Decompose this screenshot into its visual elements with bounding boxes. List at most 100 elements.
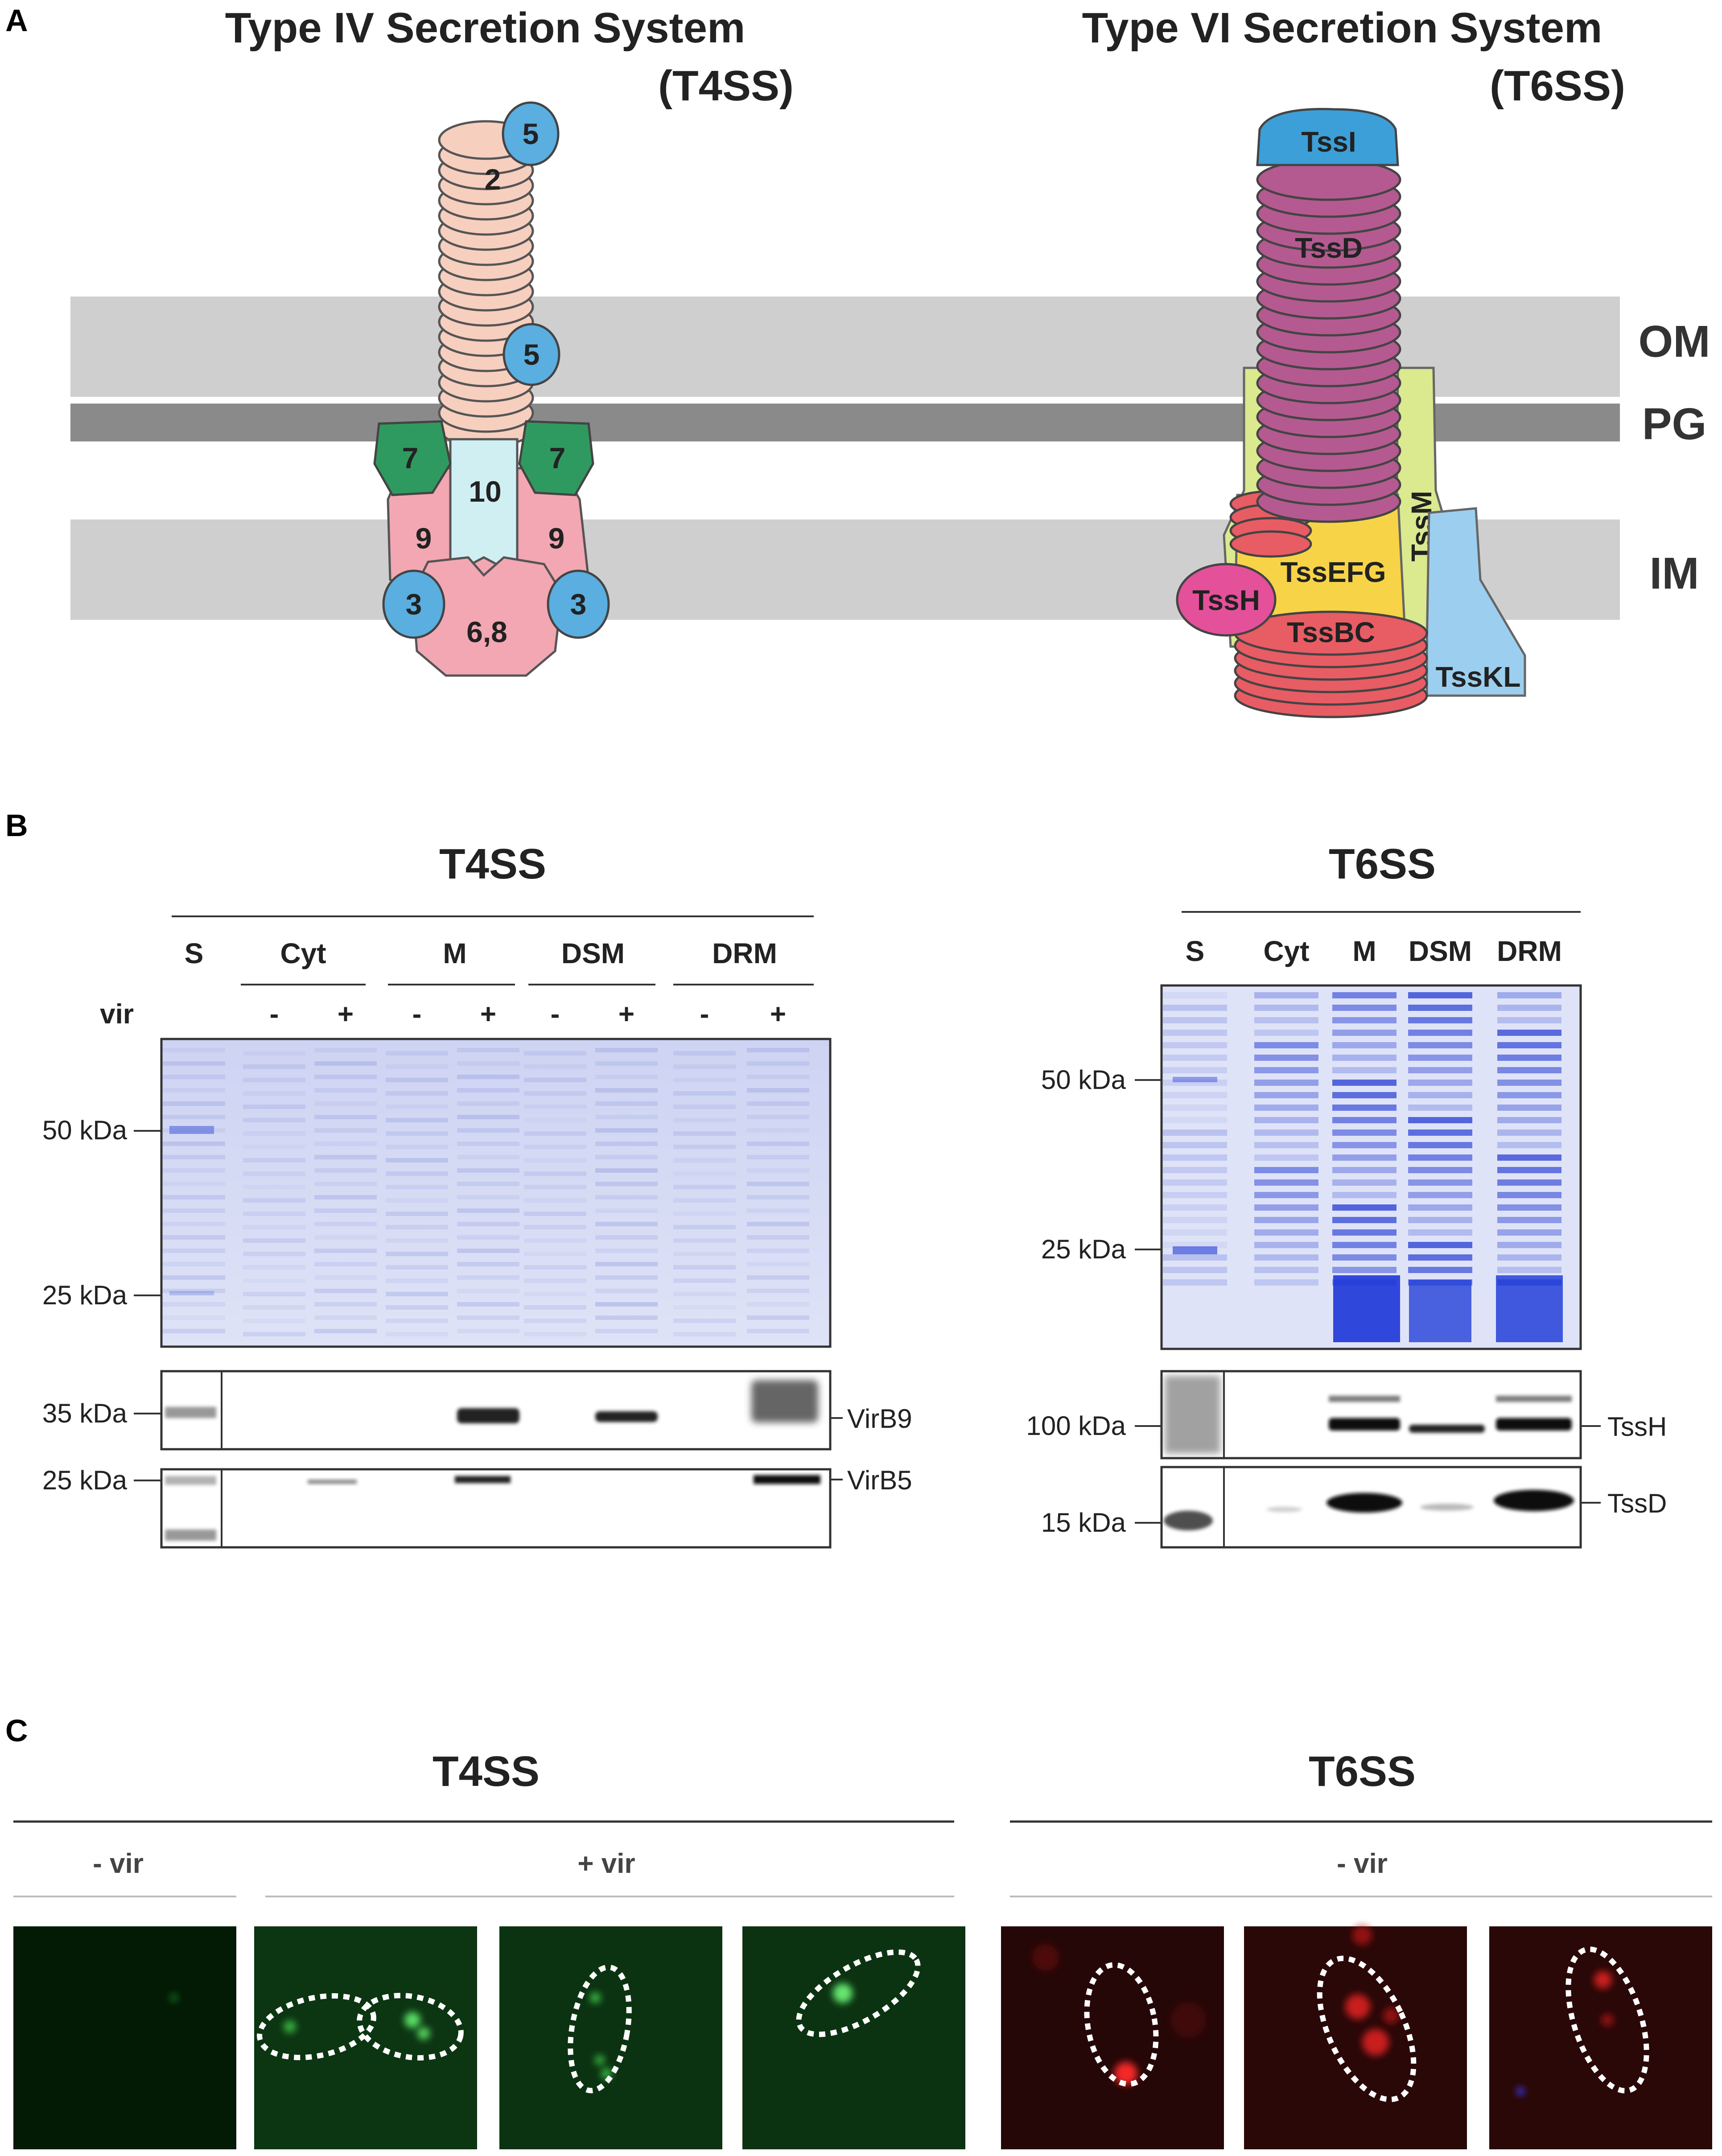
gel-band bbox=[524, 1158, 586, 1163]
gel-band bbox=[673, 1305, 736, 1310]
virb3-left-label: 3 bbox=[406, 588, 422, 621]
gel-band bbox=[1163, 1142, 1227, 1148]
gel-band bbox=[1332, 1254, 1397, 1261]
tssh-band-drm bbox=[1496, 1418, 1572, 1430]
t4ss-blot2-bands bbox=[165, 1475, 820, 1541]
gel-band bbox=[1497, 1204, 1561, 1211]
gel-band bbox=[1497, 1254, 1561, 1261]
gel-band bbox=[1163, 1192, 1227, 1198]
gel-band bbox=[595, 1061, 658, 1066]
t6ss-title-line2: (T6SS) bbox=[1490, 62, 1625, 110]
gel-band bbox=[673, 1278, 736, 1283]
gel-band bbox=[314, 1249, 377, 1253]
cell-outline bbox=[568, 1964, 632, 2094]
gel-band bbox=[386, 1131, 448, 1136]
gel-band bbox=[163, 1275, 225, 1280]
t4ss-marker-35: 35 kDa bbox=[42, 1398, 128, 1428]
gel-band bbox=[1497, 1030, 1561, 1036]
fluorescent-focus bbox=[1383, 2008, 1399, 2024]
gel-band bbox=[243, 1158, 305, 1163]
panel-b: B T4SS S Cyt M DSM DRM vir -+-+-+-+ 50 k… bbox=[5, 808, 1667, 1549]
microscopy-background bbox=[1489, 1926, 1712, 2149]
gel-band bbox=[1332, 992, 1397, 998]
virb7-left bbox=[373, 420, 452, 496]
microscopy-panel bbox=[742, 1926, 965, 2149]
virb9-right-label: 9 bbox=[548, 522, 565, 555]
gel-band bbox=[1497, 1217, 1561, 1223]
gel-band bbox=[163, 1262, 225, 1266]
gel-band bbox=[314, 1235, 377, 1240]
gel-band bbox=[1254, 1055, 1318, 1061]
gel-band bbox=[673, 1051, 736, 1055]
fluorescent-focus bbox=[1516, 2087, 1524, 2095]
microscopy-panel bbox=[1001, 1926, 1224, 2149]
vir-sign: - bbox=[700, 999, 709, 1030]
virb5-tip-label: 5 bbox=[523, 117, 539, 150]
c-t6ss-title: T6SS bbox=[1309, 1748, 1416, 1795]
gel-band bbox=[457, 1302, 519, 1307]
gel-band bbox=[747, 1142, 809, 1146]
tssd-band-m bbox=[1327, 1493, 1402, 1513]
gel-band bbox=[163, 1061, 225, 1066]
fluorescent-focus bbox=[1345, 1994, 1370, 2019]
virb7-right bbox=[518, 420, 594, 496]
gel-band bbox=[747, 1155, 809, 1159]
gel-band bbox=[1254, 1067, 1318, 1073]
tsskl-label: TssKL bbox=[1436, 661, 1521, 693]
gel-band bbox=[1497, 1242, 1561, 1248]
gel-band bbox=[524, 1292, 586, 1296]
gel-band bbox=[524, 1145, 586, 1149]
gel-band bbox=[1332, 1017, 1397, 1023]
gel-band bbox=[524, 1171, 586, 1176]
gel-band bbox=[673, 1292, 736, 1296]
om-label: OM bbox=[1638, 317, 1710, 367]
gel-band bbox=[457, 1315, 519, 1320]
gel-band bbox=[1497, 1017, 1561, 1023]
gel-band bbox=[1332, 1154, 1397, 1161]
gel-band bbox=[1408, 1130, 1472, 1136]
t6ss-marker-25: 25 kDa bbox=[1041, 1234, 1126, 1264]
gel-band bbox=[1254, 1254, 1318, 1261]
b-t4ss-lane-drm: DRM bbox=[712, 937, 777, 969]
gel-band bbox=[1497, 1042, 1561, 1048]
t4ss-marker-25: 25 kDa bbox=[42, 1280, 128, 1310]
gel-band bbox=[673, 1171, 736, 1176]
gel-band bbox=[1254, 1117, 1318, 1123]
gel-band bbox=[243, 1105, 305, 1109]
gel-band bbox=[747, 1128, 809, 1133]
gel-band bbox=[1332, 1242, 1397, 1248]
gel-band bbox=[595, 1289, 658, 1293]
gel-band bbox=[1408, 1229, 1472, 1236]
gel-band bbox=[314, 1289, 377, 1293]
gel-band bbox=[673, 1319, 736, 1323]
gel-band bbox=[747, 1182, 809, 1186]
fluorescent-focus bbox=[1114, 2062, 1137, 2085]
gel-band bbox=[1163, 1067, 1227, 1073]
gel-band bbox=[1163, 1042, 1227, 1048]
gel-band bbox=[1163, 1005, 1227, 1011]
gel-band bbox=[1408, 1192, 1472, 1198]
gel-band bbox=[524, 1105, 586, 1109]
marker-band-25 bbox=[1173, 1246, 1217, 1254]
c-t4ss-minus-vir: - vir bbox=[93, 1848, 144, 1879]
gel-band bbox=[243, 1064, 305, 1069]
gel-band bbox=[314, 1101, 377, 1106]
gel-band bbox=[243, 1051, 305, 1055]
gel-band bbox=[1332, 1229, 1397, 1236]
gel-band bbox=[243, 1292, 305, 1296]
gel-band bbox=[1497, 1167, 1561, 1173]
t4ss-title-line1: Type IV Secretion System bbox=[225, 4, 746, 52]
gel-band bbox=[457, 1235, 519, 1240]
gel-band bbox=[314, 1115, 377, 1119]
vir-sign: - bbox=[551, 999, 560, 1030]
gel-band bbox=[163, 1048, 225, 1052]
fluorescent-focus bbox=[1594, 1971, 1612, 1989]
gel-band bbox=[386, 1091, 448, 1096]
gel-band bbox=[673, 1078, 736, 1082]
gel-band bbox=[1163, 1154, 1227, 1161]
gel-band bbox=[457, 1155, 519, 1159]
gel-band bbox=[673, 1091, 736, 1096]
tssi-tip bbox=[1256, 108, 1399, 166]
virb5-band-cyt bbox=[308, 1480, 357, 1484]
gel-band bbox=[1163, 1017, 1227, 1023]
